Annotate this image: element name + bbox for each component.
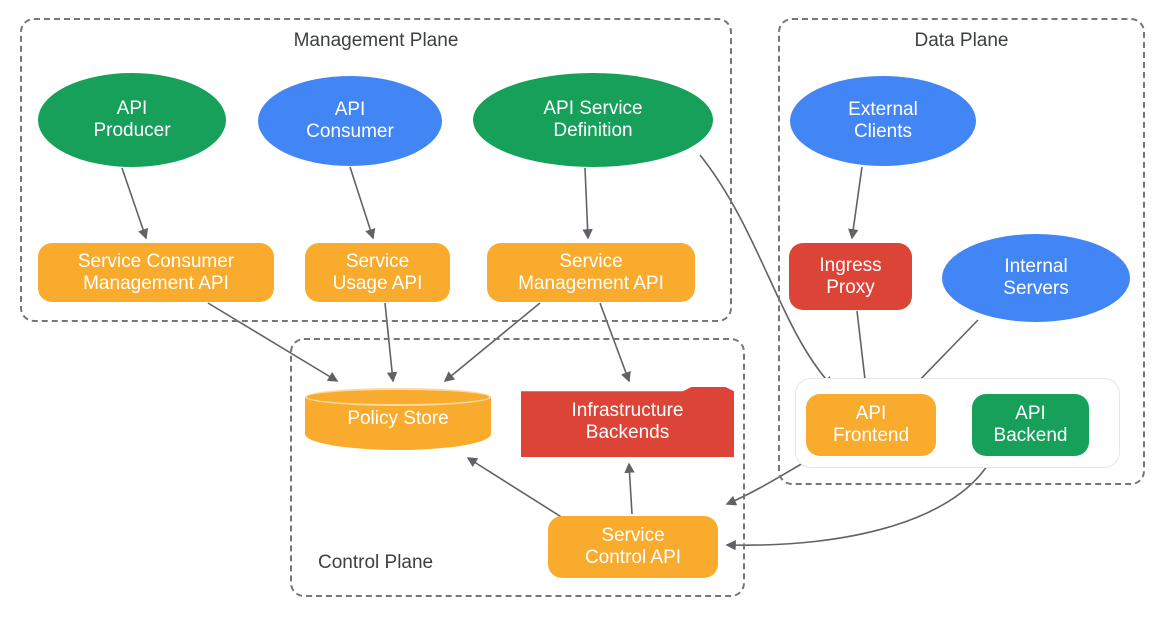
edge-mgmt-to-policy-store — [443, 302, 541, 382]
api-backend-label: API Backend — [993, 403, 1068, 446]
node-infrastructure-backends[interactable]: Infrastructure Backends — [521, 387, 734, 457]
service-control-api-label: Service Control API — [584, 525, 682, 568]
service-management-api-label: Service Management API — [518, 250, 664, 294]
edge-consumer-mgmt-to-policy-store — [207, 302, 339, 382]
plane-control-label: Control Plane — [318, 552, 434, 573]
node-api-consumer[interactable]: API Consumer — [258, 76, 442, 166]
node-policy-store[interactable]: Policy Store — [305, 388, 491, 450]
api-producer-label: API Producer — [93, 98, 171, 141]
internal-servers-label: Internal Servers — [1003, 256, 1069, 299]
node-service-management-api[interactable]: Service Management API — [487, 243, 695, 302]
plane-data — [778, 18, 1145, 485]
edge-consumer-to-usage — [349, 166, 376, 240]
policy-store-label: Policy Store — [347, 408, 449, 429]
node-internal-servers[interactable]: Internal Servers — [942, 234, 1130, 322]
node-api-service-definition[interactable]: API Service Definition — [473, 73, 713, 167]
api-consumer-label: API Consumer — [306, 99, 394, 142]
plane-management-label: Management Plane — [293, 30, 459, 51]
node-api-producer[interactable]: API Producer — [38, 73, 226, 167]
edge-mgmt-to-infrastructure — [599, 302, 631, 383]
node-api-backend[interactable]: API Backend — [972, 394, 1089, 456]
node-ingress-proxy[interactable]: Ingress Proxy — [789, 243, 912, 310]
service-usage-api-label: Service Usage API — [332, 250, 423, 294]
plane-control — [290, 338, 745, 597]
ingress-proxy-label: Ingress Proxy — [819, 254, 882, 298]
edge-definition-to-mgmt — [582, 167, 593, 240]
plane-management — [20, 18, 732, 322]
edge-ingress-to-frontend — [856, 310, 871, 390]
node-api-frontend[interactable]: API Frontend — [806, 394, 936, 456]
node-service-consumer-management-api[interactable]: Service Consumer Management API — [38, 243, 274, 302]
service-consumer-management-api-label: Service Consumer Management API — [77, 250, 235, 294]
policy-store-top — [305, 388, 491, 406]
edge-producer-to-consumer-mgmt — [121, 167, 149, 240]
infrastructure-backends-shape — [521, 387, 734, 457]
plane-data-label: Data Plane — [914, 30, 1009, 51]
api-frontend-label: API Frontend — [832, 403, 910, 446]
edge-internal-servers-to-frontend — [910, 319, 979, 390]
node-service-usage-api[interactable]: Service Usage API — [305, 243, 450, 302]
edge-definition-to-api-frontend — [699, 154, 834, 388]
node-service-control-api[interactable]: Service Control API — [548, 516, 718, 578]
external-clients-label: External Clients — [848, 99, 918, 142]
edge-backend-to-control-api — [725, 455, 994, 551]
node-external-clients[interactable]: External Clients — [790, 76, 976, 166]
edge-control-api-to-infrastructure — [624, 462, 635, 515]
edge-control-api-to-policy-store — [466, 457, 564, 519]
edge-usage-to-policy-store — [384, 302, 398, 383]
api-service-definition-label: API Service Definition — [543, 98, 643, 141]
infrastructure-backends-label: Infrastructure Backends — [571, 400, 684, 443]
edge-external-clients-to-ingress — [848, 166, 863, 240]
